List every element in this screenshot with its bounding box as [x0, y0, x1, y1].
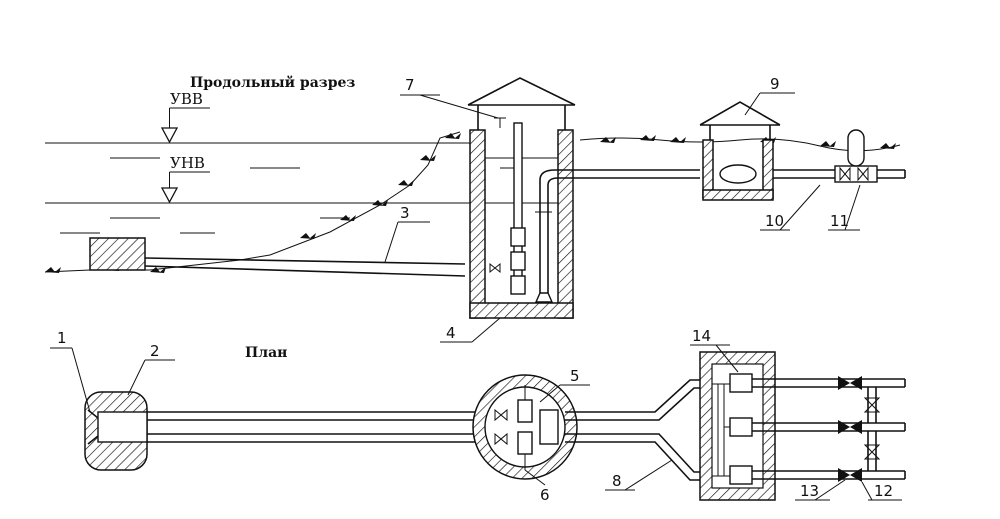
- low-water-level-marker: УНВ: [160, 154, 210, 204]
- meter-chamber-section: [699, 101, 906, 201]
- water-body: [45, 142, 470, 234]
- label-3: 3: [400, 204, 410, 222]
- label-7: 7: [405, 76, 415, 94]
- pump-house-roof: [467, 77, 576, 130]
- label-13: 13: [800, 482, 819, 500]
- gravity-pipe-bottom: [144, 265, 466, 277]
- label-10: 10: [765, 212, 784, 230]
- intake-head-section: [89, 237, 146, 271]
- ground-surface: [579, 137, 901, 152]
- distribution-chamber-plan: [699, 351, 776, 501]
- label-2: 2: [150, 342, 160, 360]
- plan-title: План: [245, 345, 287, 361]
- label-9: 9: [770, 75, 780, 93]
- gravity-pipe-top: [144, 257, 466, 265]
- high-water-level-marker: УВВ: [160, 90, 210, 144]
- outgoing-lines: [752, 376, 906, 482]
- section-title: Продольный разрез: [190, 74, 355, 91]
- high-water-label: УВВ: [170, 90, 203, 108]
- plan-view: План 1 2 5 6 8: [50, 327, 906, 504]
- intake-well-section: [469, 117, 700, 319]
- low-water-label: УНВ: [170, 154, 205, 172]
- label-12: 12: [874, 482, 893, 500]
- longitudinal-section: Продольный разрез УВВ УНВ: [44, 74, 906, 343]
- label-6: 6: [540, 486, 550, 504]
- label-11: 11: [830, 212, 849, 230]
- label-14: 14: [692, 327, 711, 345]
- label-8: 8: [612, 472, 622, 490]
- label-1: 1: [57, 329, 67, 347]
- label-5: 5: [570, 367, 580, 385]
- label-4: 4: [446, 324, 456, 342]
